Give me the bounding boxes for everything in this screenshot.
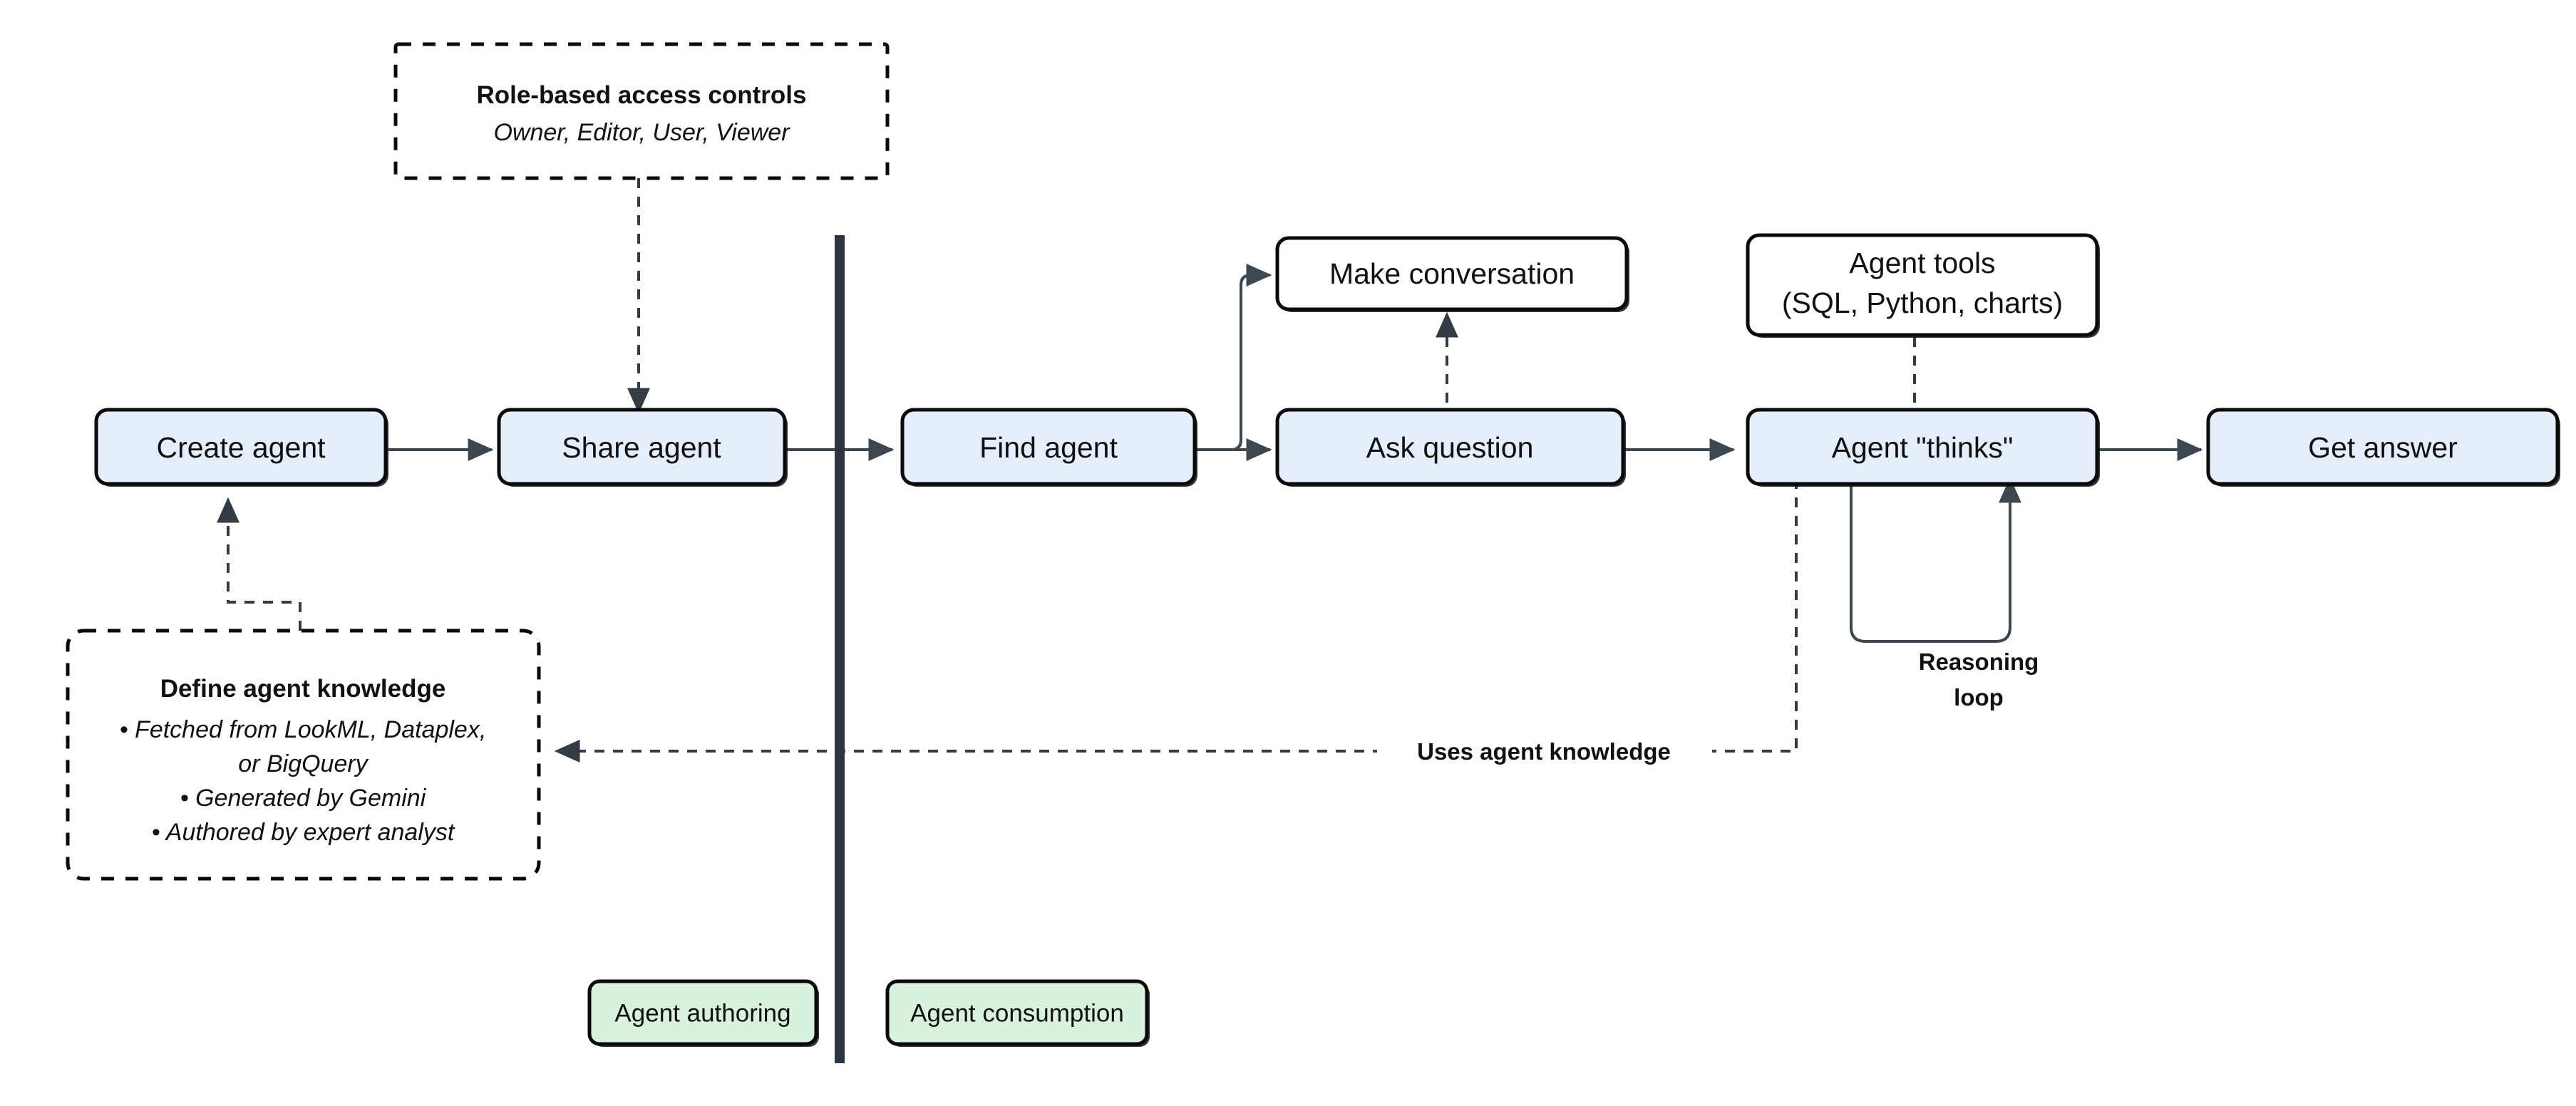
note-knowledge-title: Define agent knowledge [160,675,446,703]
note-knowledge [66,629,541,881]
node-ask-question[interactable] [1275,408,1625,486]
legend-agent-consumption-label: Agent consumption [910,999,1124,1027]
node-share-agent[interactable] [497,408,787,486]
note-knowledge-bullet-3: • Authored by expert analyst [152,819,455,846]
edge-label-backdrop [1377,734,1712,768]
node-create-agent[interactable] [94,408,388,486]
node-find-agent-label: Find agent [979,431,1118,464]
node-create-agent-label: Create agent [156,431,326,464]
legend-agent-authoring-label: Agent authoring [614,999,790,1027]
node-get-answer-label: Get answer [2308,431,2458,464]
note-rbac-subtitle: Owner, Editor, User, Viewer [493,119,790,146]
link-reasoning-loop [1850,477,2021,643]
node-make-conversation[interactable] [1275,236,1629,311]
note-rbac-title: Role-based access controls [477,81,807,109]
link-find-to-make-conversation [1195,264,1272,451]
note-knowledge-bullet-1: • Fetched from LookML, Dataplex, [120,716,487,743]
node-ask-question-label: Ask question [1366,431,1534,464]
node-agent-thinks[interactable] [1746,408,2099,486]
note-rbac [393,42,890,180]
node-agent-tools-label-line1: Agent tools [1849,247,1995,279]
legend-agent-authoring[interactable] [587,979,818,1046]
note-knowledge-bullet-1-cont: or BigQuery [238,750,369,777]
node-agent-thinks-label: Agent "thinks" [1832,431,2014,464]
legend-agent-consumption[interactable] [885,979,1149,1046]
note-knowledge-bullet-2: • Generated by Gemini [180,785,427,812]
link-knowledge-to-create-agent [217,497,302,631]
node-get-answer[interactable] [2206,408,2560,486]
node-make-conversation-label: Make conversation [1329,257,1575,290]
node-share-agent-label: Share agent [562,431,721,464]
node-find-agent[interactable] [900,408,1197,486]
edge-label-uses-agent-knowledge: Uses agent knowledge [1417,738,1671,765]
node-agent-tools-label-line2: (SQL, Python, charts) [1782,286,2063,319]
loop-label-line2: loop [1954,684,2004,710]
node-agent-tools[interactable] [1746,233,2099,337]
loop-label-line1: Reasoning [1919,648,2039,675]
link-uses-agent-knowledge [554,479,1798,763]
